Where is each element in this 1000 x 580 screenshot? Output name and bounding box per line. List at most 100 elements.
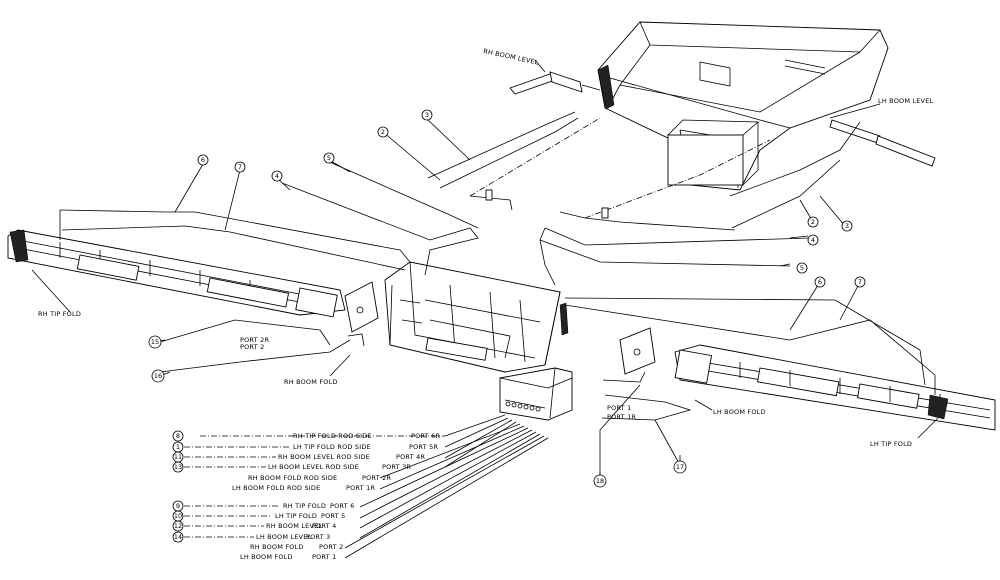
valve-mount-frame — [384, 261, 569, 373]
legend-num: 10 — [174, 512, 182, 520]
callout-7-left-circle — [234, 161, 246, 173]
legend-port: PORT 2R — [362, 474, 391, 482]
rh-boom-arm — [7, 229, 346, 318]
legend-text: RH BOOM FOLD ROD SIDE — [248, 474, 337, 482]
legend-port: PORT 3 — [306, 533, 330, 541]
callout-2-right-circle — [807, 216, 819, 228]
lh-tip-fold-label: LH TIP FOLD — [870, 440, 912, 448]
callout-2-right: 2 — [811, 218, 815, 226]
callout-15: 15 — [151, 338, 159, 346]
legend-text: RH BOOM FOLD — [250, 543, 304, 551]
legend-port: PORT 4 — [312, 522, 336, 530]
legend-port: PORT 3R — [382, 463, 411, 471]
callout-3-right-circle — [841, 220, 853, 232]
callout-6-right: 6 — [818, 278, 822, 286]
lh-boom-fold-mount — [602, 327, 656, 383]
legend-text: LH BOOM LEVEL — [256, 533, 312, 541]
callout-7-right-circle — [854, 276, 866, 288]
legend-text: LH BOOM FOLD ROD SIDE — [232, 484, 320, 492]
legend-port: PORT 2 — [319, 543, 343, 551]
legend-row: LH BOOM FOLD ROD SIDE PORT 1R — [232, 484, 375, 492]
callout-7-right: 7 — [858, 278, 862, 286]
legend-row: 1 LH TIP FOLD ROD SIDE PORT 5R — [172, 441, 438, 453]
legend-text: LH BOOM LEVEL ROD SIDE — [268, 463, 359, 471]
lh-boom-level-label: LH BOOM LEVEL — [878, 97, 934, 105]
callout-17: 17 — [676, 463, 684, 471]
callout-18: 18 — [596, 477, 604, 485]
callout-5-right: 5 — [800, 264, 804, 272]
legend-port: PORT 5 — [321, 512, 345, 520]
callout-4-left-circle — [271, 170, 283, 182]
callout-17-circle — [673, 460, 687, 474]
callout-2-left: 2 — [381, 128, 385, 136]
callout-16-circle — [151, 369, 165, 383]
legend-text: LH TIP FOLD — [275, 512, 317, 520]
callout-4-right-circle — [807, 234, 819, 246]
legend-row: 8 RH TIP FOLD ROD SIDE PORT 6R — [172, 430, 440, 442]
legend-num: 9 — [176, 502, 180, 510]
callout-6-right-circle — [814, 276, 826, 288]
legend-num: 14 — [174, 533, 182, 541]
legend-port: PORT 1 — [312, 553, 336, 561]
legend-port: PORT 4R — [396, 453, 425, 461]
callout-7-left: 7 — [238, 163, 242, 171]
legend-text: RH TIP FOLD — [283, 502, 326, 510]
rh-boom-level-label: RH BOOM LEVEL — [483, 47, 540, 67]
callout-2-left-circle2 — [377, 126, 389, 138]
callout-bubbles: 3 2 6 7 4 5 2 3 4 5 6 7 15 16 18 17 — [148, 109, 866, 488]
hose-routes — [59, 111, 936, 559]
lh-boom-fold-label: LH BOOM FOLD — [713, 408, 766, 416]
rh-boom-fold-label: RH BOOM FOLD — [284, 378, 338, 386]
lh-boom-arm — [674, 344, 996, 431]
callout-3-right: 3 — [845, 222, 849, 230]
rh-boom-fold-mount — [344, 281, 379, 347]
lh-boom-level-cylinder — [829, 119, 936, 167]
legend-port: PORT 1R — [346, 484, 375, 492]
legend-num: 8 — [176, 432, 180, 440]
callout-3-left: 3 — [425, 111, 429, 119]
port-1r-label: PORT 1R — [607, 413, 636, 421]
legend-row: 10 LH TIP FOLD PORT 5 — [172, 510, 345, 522]
legend-row: 12 RH BOOM LEVEL PORT 4 — [172, 520, 336, 532]
rh-boom-level-cylinder — [509, 71, 601, 95]
valve-ports — [505, 401, 541, 412]
legend-text: LH BOOM FOLD — [240, 553, 293, 561]
callout-16: 16 — [154, 372, 162, 380]
tank-assembly — [597, 21, 889, 191]
legend-port: PORT 6 — [330, 502, 354, 510]
legend-text: RH TIP FOLD ROD SIDE — [293, 432, 372, 440]
legend-num: 11 — [174, 453, 182, 461]
port-1-label: PORT 1 — [607, 404, 631, 412]
legend-text: RH BOOM LEVEL ROD SIDE — [278, 453, 370, 461]
legend-text: LH TIP FOLD ROD SIDE — [293, 443, 371, 451]
legend-row: RH BOOM FOLD ROD SIDE PORT 2R — [248, 474, 391, 482]
legend-num: 1 — [176, 443, 180, 451]
legend-num: 13 — [174, 463, 182, 471]
callout-5-left-circle — [323, 152, 335, 164]
legend-row: 9 RH TIP FOLD PORT 6 — [172, 500, 354, 512]
callout-5-left: 5 — [327, 154, 331, 162]
callout-5-right-circle — [796, 262, 808, 274]
port-2-label: PORT 2 — [240, 343, 264, 351]
legend-row: LH BOOM FOLD PORT 1 — [240, 553, 336, 561]
port-2r-label: PORT 2R — [240, 336, 269, 344]
valve-block — [499, 367, 573, 421]
callout-4-right: 4 — [811, 236, 815, 244]
legend-port: PORT 6R — [411, 432, 440, 440]
legend-num: 12 — [174, 522, 182, 530]
callout-2-left-circle — [421, 109, 433, 121]
rh-tip-fold-label: RH TIP FOLD — [38, 310, 81, 318]
legend-row: 13 LH BOOM LEVEL ROD SIDE PORT 3R — [172, 461, 411, 473]
legend-text: RH BOOM LEVEL — [266, 522, 322, 530]
port-legend: 8 RH TIP FOLD ROD SIDE PORT 6R 1 LH TIP … — [172, 430, 440, 561]
legend-port: PORT 5R — [409, 443, 438, 451]
callout-6-left: 6 — [201, 156, 205, 164]
legend-row: 14 LH BOOM LEVEL PORT 3 — [172, 531, 330, 543]
callout-6-left-circle — [197, 154, 209, 166]
callout-18-circle — [593, 474, 607, 488]
callout-15-circle — [148, 335, 162, 349]
legend-row: 11 RH BOOM LEVEL ROD SIDE PORT 4R — [172, 451, 425, 463]
legend-row: RH BOOM FOLD PORT 2 — [250, 543, 343, 551]
callout-4-left: 4 — [275, 172, 279, 180]
